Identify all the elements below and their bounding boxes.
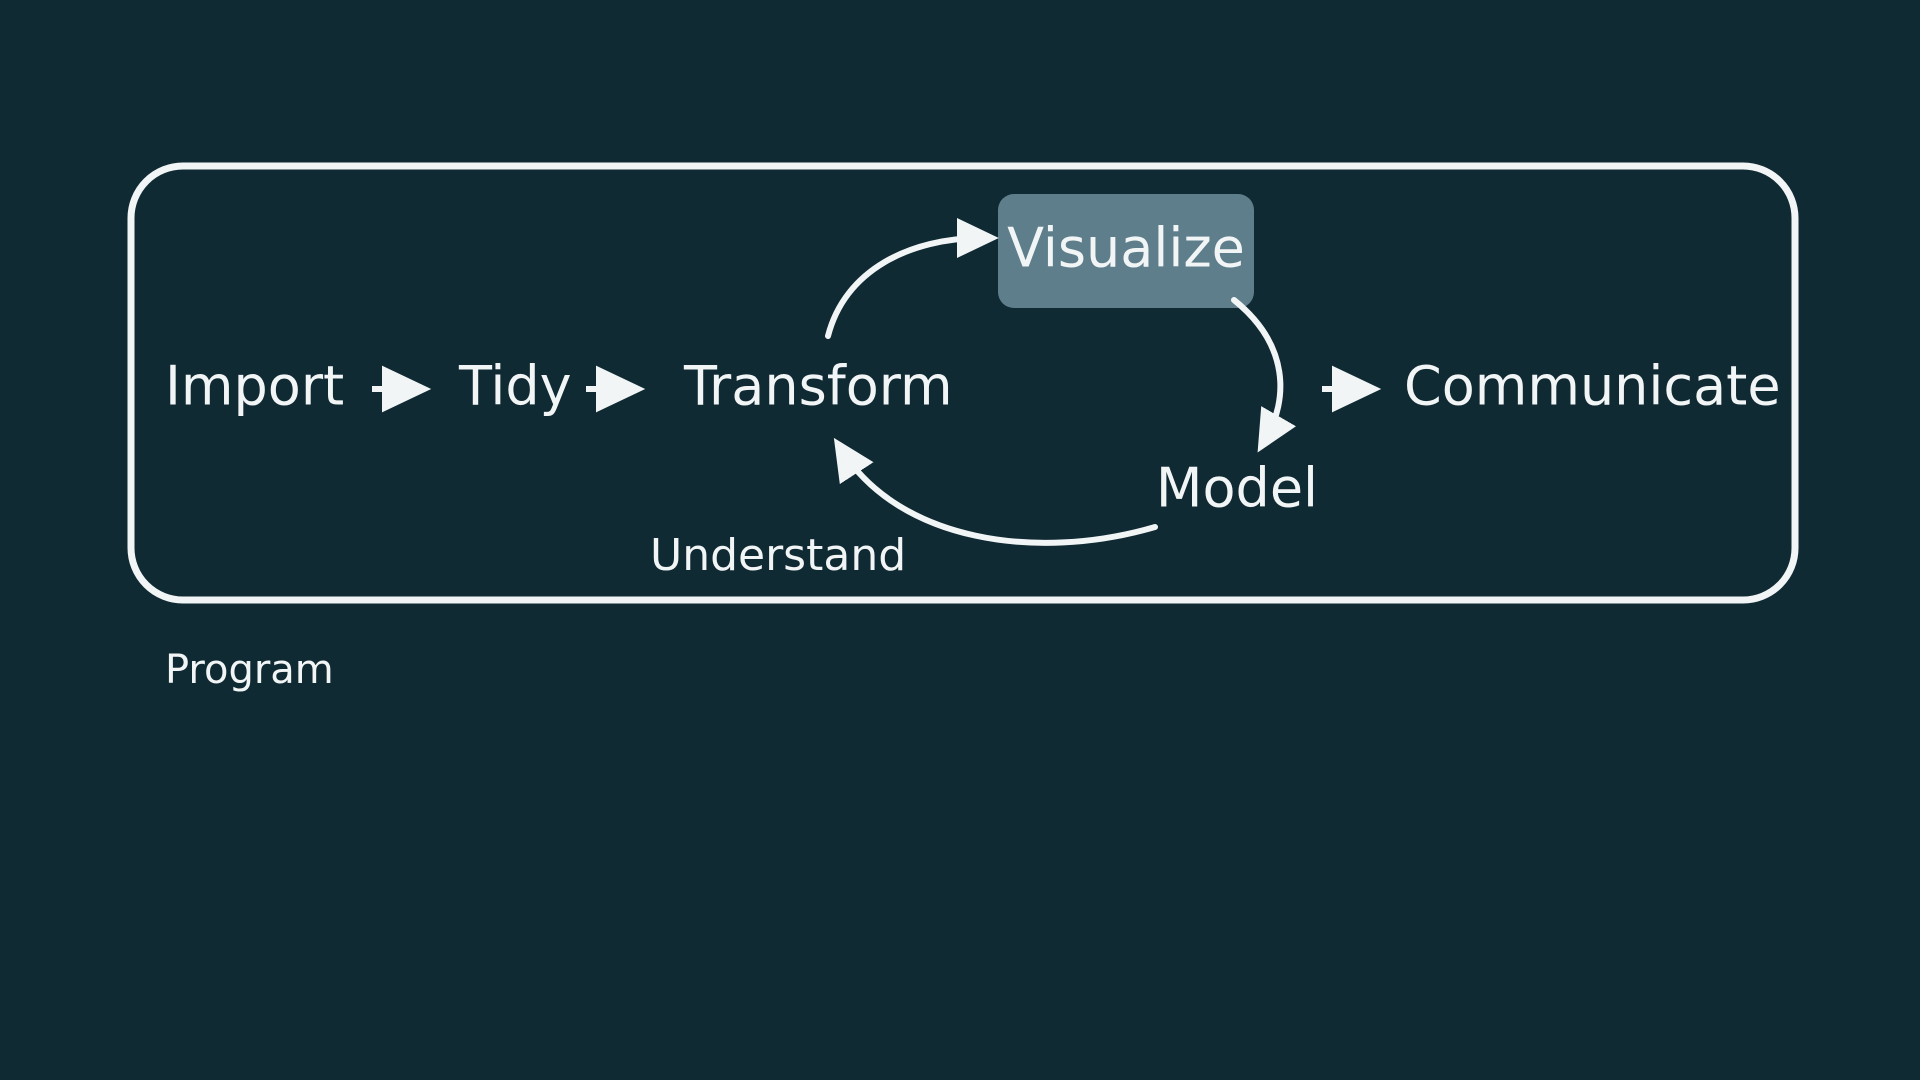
node-transform[interactable]: Transform [683,355,953,418]
arrow-model-to-transform [833,437,1158,546]
container-label-program: Program [165,647,334,693]
node-model[interactable]: Model [1156,457,1318,520]
node-tidy[interactable]: Tidy [458,355,572,418]
node-visualize[interactable]: Visualize [1007,217,1245,280]
visualize-highlight-box [998,194,1254,308]
node-communicate[interactable]: Communicate [1404,355,1781,418]
edge-label-understand: Understand [650,530,906,581]
arrow-transform-to-visualize [825,217,999,339]
arrow-visualize-to-model [1231,297,1297,453]
program-container-border [127,162,1799,604]
node-import[interactable]: Import [165,355,344,418]
